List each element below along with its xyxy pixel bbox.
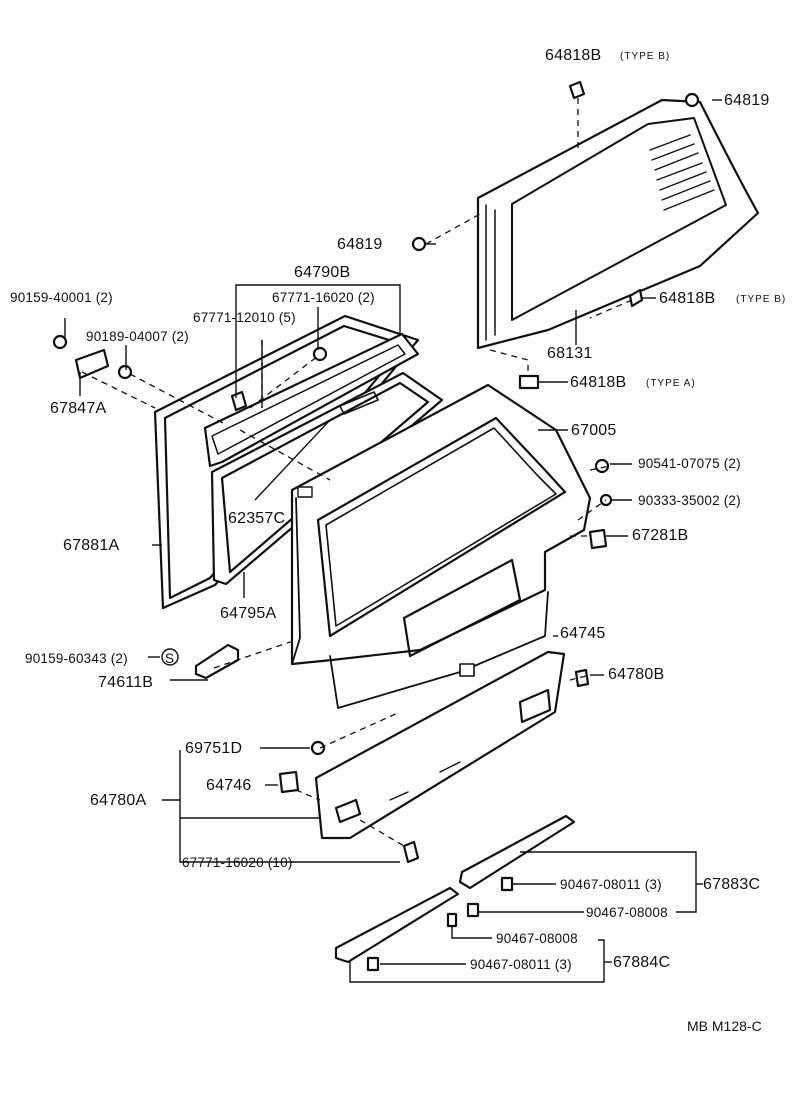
scuff-plate-67884C — [334, 886, 460, 964]
label-90467-08008-b: 90467-08008 — [496, 931, 578, 946]
trim-board-64780A — [314, 650, 566, 840]
label-67771-16020-10: 67771-16020 (10) — [182, 855, 293, 870]
label-64780b: 64780B — [608, 666, 665, 683]
label-64790b: 64790B — [294, 264, 351, 281]
fasteners — [52, 80, 700, 972]
label-62357c: 62357C — [228, 510, 286, 527]
label-64819-right: 64819 — [724, 92, 770, 109]
label-67883c: 67883C — [703, 876, 761, 893]
back-glass-68131 — [476, 98, 760, 350]
label-64780a: 64780A — [90, 792, 147, 809]
label-67884c: 67884C — [613, 954, 671, 971]
label-64818b-mid: 64818B — [659, 290, 716, 307]
diagram-code: MB M128-C — [687, 1018, 762, 1034]
label-67771-16020-2: 67771-16020 (2) — [272, 290, 375, 305]
label-type-b-mid: (TYPE B) — [736, 294, 787, 305]
label-90541-07075: 90541-07075 (2) — [638, 456, 741, 471]
label-67281b: 67281B — [632, 527, 689, 544]
label-69751d: 69751D — [185, 740, 243, 757]
label-64819-left: 64819 — [337, 236, 383, 253]
label-67881a: 67881A — [63, 537, 120, 554]
scuff-plate-67883C — [458, 814, 576, 890]
label-90467-08011-a: 90467-08011 (3) — [560, 877, 662, 892]
label-64746: 64746 — [206, 777, 252, 794]
label-64818b-top: 64818B — [545, 47, 602, 64]
label-67847a: 67847A — [50, 400, 107, 417]
back-door-panel-67005 — [290, 383, 592, 709]
label-90467-08011-b: 90467-08011 (3) — [470, 957, 572, 972]
s-mark: S — [165, 651, 175, 666]
stopper-67847A — [74, 348, 110, 380]
label-90333-35002: 90333-35002 (2) — [638, 493, 741, 508]
label-64795a: 64795A — [220, 605, 277, 622]
label-90159-40001: 90159-40001 (2) — [10, 290, 113, 305]
label-64745: 64745 — [560, 625, 606, 642]
label-64818b-low: 64818B — [570, 374, 627, 391]
label-68131: 68131 — [547, 345, 593, 362]
label-67005: 67005 — [571, 422, 617, 439]
weatherstrip-64790B — [203, 332, 420, 468]
label-type-b-top: (TYPE B) — [620, 51, 671, 62]
label-67771-12010: 67771-12010 (5) — [193, 310, 296, 325]
label-74611b: 74611B — [98, 674, 154, 691]
label-90467-08008-a: 90467-08008 — [586, 905, 668, 920]
label-90159-60343: 90159-60343 (2) — [25, 651, 128, 666]
label-type-a: (TYPE A) — [646, 378, 696, 389]
handle-74611B — [194, 643, 240, 680]
label-90189-04007: 90189-04007 (2) — [86, 329, 189, 344]
